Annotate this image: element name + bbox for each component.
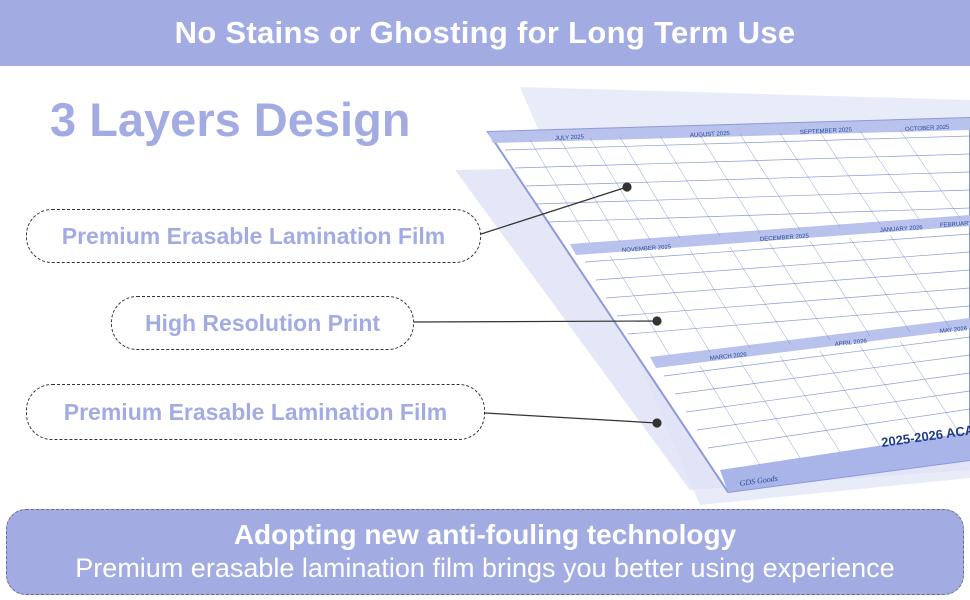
callout-print: High Resolution Print	[111, 296, 414, 350]
month-label: MARCH 2026	[710, 352, 748, 362]
month-label: AUGUST 2025	[690, 131, 731, 139]
footer-subtitle: Premium erasable lamination film brings …	[75, 553, 895, 583]
month-label: MAY 2026	[940, 326, 969, 335]
connector-dot	[652, 418, 662, 428]
connector-lines	[413, 182, 662, 428]
footer-title: Adopting new anti-fouling technology	[233, 519, 737, 550]
month-label: DECEMBER 2025	[760, 234, 810, 243]
callout-top-film: Premium Erasable Lamination Film	[26, 209, 481, 263]
month-label: SEPTEMBER 2025	[800, 127, 853, 136]
banner-title: No Stains or Ghosting for Long Term Use	[174, 15, 796, 50]
callout-label: Premium Erasable Lamination Film	[63, 398, 448, 425]
month-label: JANUARY 2026	[880, 225, 924, 234]
bottom-banner: Adopting new anti-fouling technology Pre…	[6, 509, 964, 595]
callout-label: High Resolution Print	[144, 309, 381, 336]
callout-bottom-film: Premium Erasable Lamination Film	[26, 384, 485, 440]
top-banner: No Stains or Ghosting for Long Term Use	[0, 0, 970, 66]
month-label: NOVEMBER 2025	[622, 245, 672, 254]
connector-dot	[622, 182, 632, 192]
month-label: APRIL 2026	[835, 339, 868, 348]
month-label: FEBRUARY 2026	[940, 220, 970, 229]
page-heading: 3 Layers Design	[50, 93, 411, 146]
calendar-print: JULY 2025 AUGUST 2025 SEPTEMBER 2025 OCT…	[486, 116, 970, 494]
callout-label: Premium Erasable Lamination Film	[61, 222, 446, 249]
month-label: JULY 2025	[555, 134, 585, 142]
connector-dot	[652, 316, 662, 326]
month-label: OCTOBER 2025	[905, 125, 950, 133]
